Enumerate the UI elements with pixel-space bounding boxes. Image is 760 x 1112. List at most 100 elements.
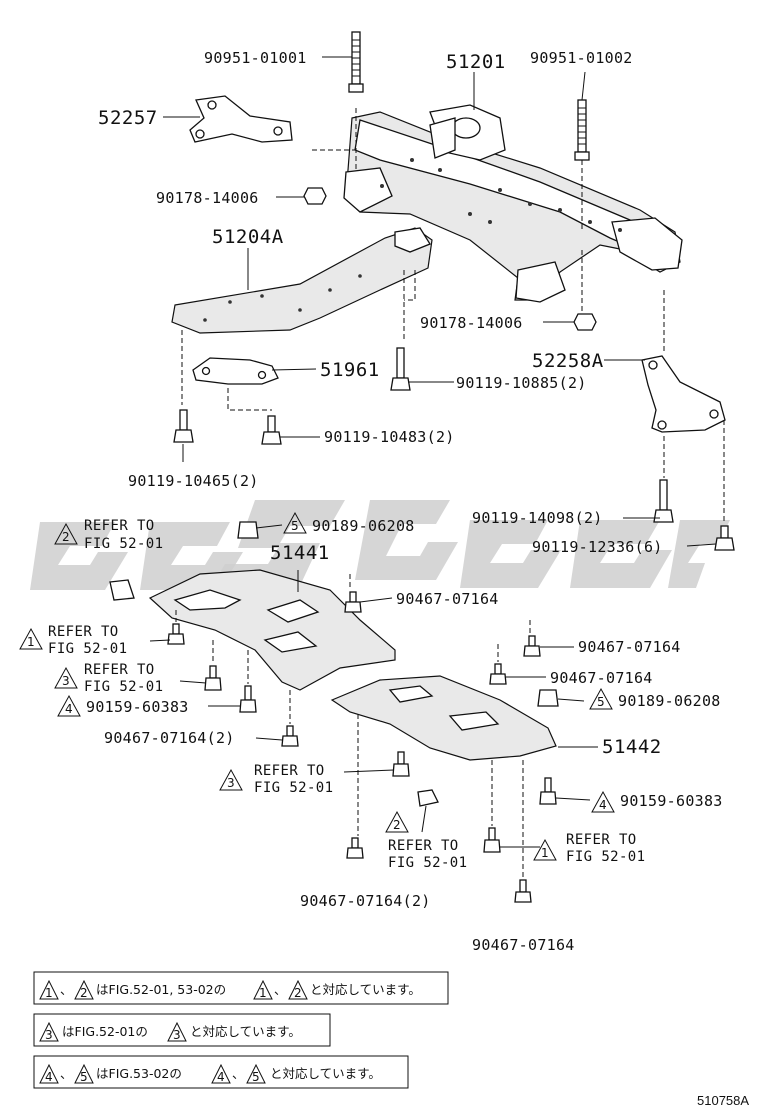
svg-text:はFIG.53-02の: はFIG.53-02の [96,1066,182,1081]
bolt-90159-60383-a [239,685,257,713]
undercover-51442 [330,675,557,807]
triangle-1-icon [253,979,273,1000]
label-90189-06208-b: 90189-06208 [618,692,721,710]
svg-text:4: 4 [217,1070,225,1084]
label-51442: 51442 [602,736,662,758]
label-90159-60383-a: 90159-60383 [86,698,189,716]
label-51204A: 51204A [212,226,284,248]
triangle-4-icon [591,790,615,813]
svg-text:FIG 52-01: FIG 52-01 [254,780,333,796]
svg-text:1: 1 [45,986,53,1000]
label-90951-01002: 90951-01002 [530,49,633,67]
bolt-90467-07164-c [489,663,507,685]
triangle-1-icon [39,979,59,1000]
refer-callout-5-right: 5 [589,687,613,710]
svg-text:3: 3 [227,776,235,790]
bolt-90467-07164-d [281,725,299,747]
triangle-1-icon [19,627,43,650]
bolt-refer-1-right [483,827,501,853]
bolt-90119-10465 [173,409,194,443]
triangle-5-icon [283,511,307,534]
label-90189-06208-a: 90189-06208 [312,517,415,535]
svg-text:FIG 52-01: FIG 52-01 [48,641,127,657]
bracket-51961 [192,357,279,385]
note-box-3: 4 、 5 はFIG.53-02の 4 、 5 と対応しています。 [33,1055,409,1089]
clip-90189-06208-a [237,521,259,539]
svg-text:1: 1 [27,635,35,649]
bolt-90119-10483 [261,415,282,445]
dashed-guides [175,108,725,878]
svg-text:FIG 52-01: FIG 52-01 [84,679,163,695]
triangle-2-icon [74,979,94,1000]
triangle-3-icon [167,1021,187,1042]
label-51201: 51201 [446,51,506,73]
svg-text:1: 1 [259,986,267,1000]
bolt-refer-3-center [392,751,410,777]
bolt-90119-14098 [653,479,674,523]
refer-callout-3-center: 3 REFER TO FIG 52-01 [219,763,333,796]
svg-text:、: 、 [60,982,73,997]
stud-bolt-90951-01002 [574,99,590,161]
svg-text:3: 3 [62,674,70,688]
label-52258A: 52258A [532,350,604,372]
svg-text:と対応しています。: と対応しています。 [270,1066,381,1081]
svg-text:REFER TO: REFER TO [84,662,155,678]
refer-callout-4-right: 4 [591,790,615,813]
brace-52258A [641,355,726,433]
label-90119-10483: 90119-10483(2) [324,428,455,446]
svg-text:REFER TO: REFER TO [388,838,459,854]
refer-callout-2-bottom: 2 REFER TO FIG 52-01 [385,810,467,871]
svg-text:5: 5 [252,1070,260,1084]
bolt-90159-60383-b [539,777,557,805]
triangle-5-icon [74,1063,94,1084]
triangle-2-icon [54,522,78,545]
stud-bolt-90951-01001 [348,31,364,93]
triangle-1-icon [533,838,557,861]
label-90119-14098: 90119-14098(2) [472,509,603,527]
label-90467-07164-a: 90467-07164 [396,590,499,608]
refer-callout-1-right: 1 REFER TO FIG 52-01 [533,832,645,865]
svg-text:REFER TO: REFER TO [48,624,119,640]
triangle-5-icon [246,1063,266,1084]
svg-text:REFER TO: REFER TO [566,832,637,848]
label-90178-14006-lower: 90178-14006 [420,314,523,332]
svg-text:FIG 52-01: FIG 52-01 [84,536,163,552]
svg-text:4: 4 [599,798,607,812]
svg-text:、: 、 [232,1066,245,1081]
triangle-4-icon [39,1063,59,1084]
bolt-90119-10885 [390,347,411,391]
svg-text:FIG 52-01: FIG 52-01 [388,855,467,871]
watermark-logo [30,500,730,590]
svg-text:4: 4 [45,1070,53,1084]
bolt-refer-3-left [204,665,222,691]
refer-callout-2-top: 2 REFER TO FIG 52-01 [54,518,163,552]
svg-text:5: 5 [80,1070,88,1084]
triangle-2-icon [288,979,308,1000]
crossmember-51201 [343,104,683,303]
brace-52257 [189,95,293,143]
svg-text:5: 5 [597,695,605,709]
bolt-90467-07164-b [523,635,541,657]
label-90467-07164-d: 90467-07164(2) [104,729,235,747]
bolt-refer-1-left [167,623,185,645]
nut-90178-14006-lower [573,313,597,331]
label-90951-01001: 90951-01001 [204,49,307,67]
svg-text:2: 2 [80,986,88,1000]
svg-text:REFER TO: REFER TO [254,763,325,779]
leader-lines [149,56,717,848]
svg-text:はFIG.52-01の: はFIG.52-01の [62,1024,148,1039]
label-90467-07164-b: 90467-07164 [578,638,681,656]
image-id: 510758A [697,1093,749,1108]
svg-text:と対応しています。: と対応しています。 [190,1024,301,1039]
svg-text:、: 、 [60,1066,73,1081]
label-90467-07164-e: 90467-07164(2) [300,892,431,910]
note-box-2: 3 はFIG.52-01の 3 と対応しています。 [33,1013,331,1047]
svg-text:3: 3 [45,1028,53,1042]
svg-text:2: 2 [294,986,302,1000]
label-52257: 52257 [98,107,158,129]
part-labels: 90951-01001 51201 90951-01002 52257 9017… [86,49,722,954]
label-90467-07164-c: 90467-07164 [550,669,653,687]
svg-text:はFIG.52-01, 53-02の: はFIG.52-01, 53-02の [96,982,226,997]
label-90119-12336: 90119-12336(6) [532,538,663,556]
